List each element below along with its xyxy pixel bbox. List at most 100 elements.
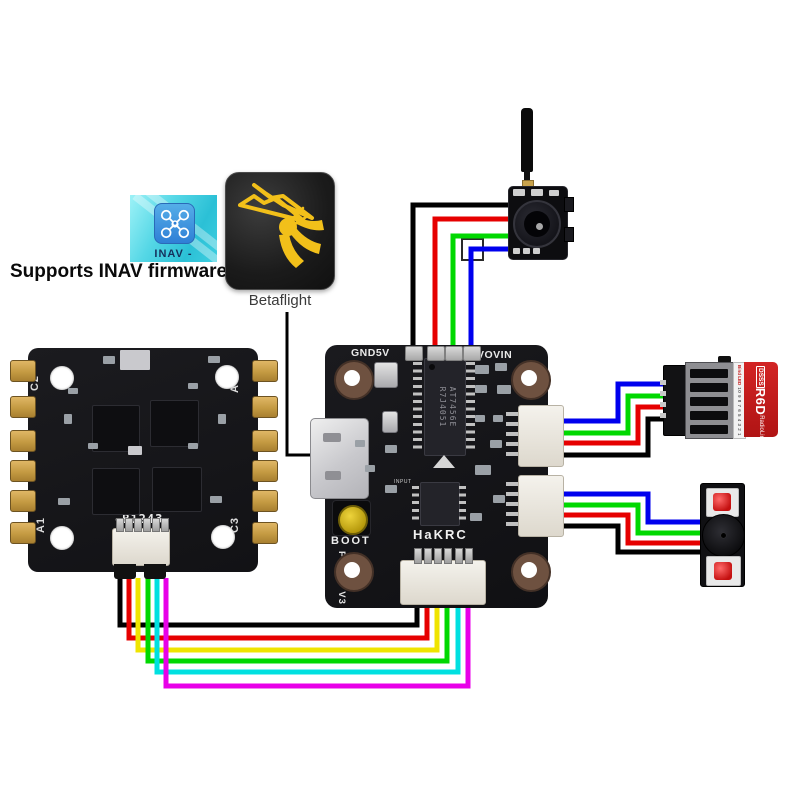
smd-component: [385, 485, 397, 493]
motor-solder-pad: [10, 522, 36, 544]
connector-pin: [424, 548, 432, 564]
fc-silk-vovin: VOVIN: [477, 349, 513, 361]
smd-component: [208, 356, 220, 363]
mounting-hole: [334, 360, 374, 400]
receiver-modulation: DSSS: [756, 366, 766, 388]
camera-detail: [531, 189, 543, 196]
led-bottom: [706, 556, 741, 586]
osd-chip-line1: AT7456E: [448, 386, 457, 428]
connector-pin: [125, 518, 133, 532]
receiver-pin-slot: [690, 397, 728, 406]
wire-fc-rx-blue: [558, 381, 670, 424]
smd-component: [475, 365, 489, 374]
led-top: [706, 488, 739, 517]
vtx-antenna: [521, 108, 533, 172]
fet-chip: [150, 400, 199, 447]
connector1-pins: [506, 412, 518, 458]
connector-pin: [152, 518, 160, 532]
chip-pins-right: [466, 362, 475, 450]
smd-component: [88, 443, 98, 449]
connector-pin: [414, 548, 422, 564]
motor-solder-pad: [252, 490, 278, 512]
receiver-model: R6D: [753, 387, 769, 416]
receiver-pin-slot: [690, 411, 728, 420]
smd-component: [385, 445, 397, 453]
esc-board-4in1: C2 A4 A1 C3 -B1243: [10, 348, 278, 579]
smd-component: [497, 385, 511, 394]
motor-solder-pad: [252, 460, 278, 482]
betaflight-bee-icon: [238, 183, 324, 268]
motor-solder-pad: [252, 522, 278, 544]
connector-pin: [143, 518, 151, 532]
led-top-die: [713, 493, 731, 511]
motor-solder-pad: [252, 430, 278, 452]
smd-component: [68, 388, 78, 394]
vtx-antenna-neck: [524, 170, 530, 182]
receiver-brand: RadioLink: [758, 415, 764, 437]
mounting-hole: [50, 526, 74, 550]
osd-chip: [424, 358, 466, 456]
radiolink-receiver: Bind LED 10 9 8 7 6 5 4 3 2 1 PPM DSSS R…: [660, 356, 778, 439]
camera-tab: [564, 197, 574, 212]
smd-component: [490, 440, 502, 448]
esc-corner-a1: A1: [35, 516, 47, 534]
barometer: [382, 411, 398, 433]
connector2-pins: [506, 482, 518, 528]
chip-pins-left: [413, 362, 422, 450]
wire-fc-cam-black: [410, 202, 511, 347]
mounting-hole-core: [521, 370, 537, 386]
fet-chip: [152, 467, 202, 512]
receiver-bind-label: Bind LED: [737, 365, 742, 386]
mcu-chip: [420, 482, 460, 526]
wire-fc-rx-green: [558, 393, 670, 436]
mounting-hole-core: [521, 562, 537, 578]
smd-component: [188, 383, 198, 389]
camera-tab: [564, 227, 574, 242]
fc-silk-gnd5v: GND5V: [351, 347, 390, 359]
receiver-label-content: DSSS R6D RadioLink: [744, 362, 778, 437]
supports-inav-text: Supports INAV firmware: [10, 261, 228, 282]
receiver-pin: [660, 413, 666, 418]
smd-component: [120, 350, 150, 370]
smd-component: [218, 414, 226, 424]
smd-component: [493, 495, 505, 503]
receiver-pin-slot: [690, 383, 728, 392]
mounting-hole: [50, 366, 74, 390]
smd-component: [495, 363, 507, 371]
fc-brand-text: HaKRC: [413, 527, 468, 542]
mounting-hole-core: [344, 370, 360, 386]
esc-connector-tab: [114, 564, 136, 579]
connector-pin: [465, 548, 473, 564]
motor-solder-pad: [10, 490, 36, 512]
smd-component: [128, 446, 142, 455]
smd-component: [475, 465, 491, 475]
wire-fc-buz-green: [558, 502, 704, 536]
buzzer-led-module: [700, 483, 745, 587]
camera-detail: [513, 189, 525, 196]
usb-detail: [323, 433, 341, 442]
camera-pad: [533, 248, 540, 254]
mounting-hole: [511, 360, 551, 400]
boot-button: [338, 505, 368, 535]
mounting-hole-core: [344, 562, 360, 578]
receiver-pin-numbers: 10 9 8 7 6 5 4 3 2 1: [737, 387, 742, 437]
esc-output-connector: [112, 528, 170, 566]
smd-component: [210, 496, 222, 503]
motor-solder-pad: [252, 396, 278, 418]
smd-component: [365, 465, 375, 472]
flight-controller-board: GND5V VOVIN AT7456E R7J4051 INPUT BOOT H…: [310, 345, 564, 608]
receiver-antenna-nub: [718, 356, 731, 363]
inav-logo: INAV -: [130, 195, 217, 262]
crystal-oscillator: [374, 362, 398, 388]
mounting-hole: [211, 525, 235, 549]
mounting-hole: [334, 552, 374, 592]
wire-fc-rx-black: [558, 416, 670, 458]
receiver-pin: [660, 391, 666, 396]
fc-right-connector-1: [518, 405, 564, 467]
smd-component: [64, 414, 72, 424]
boot-button-housing: [332, 500, 371, 536]
top-solder-pad: [463, 346, 481, 361]
wire-fc-buz-red: [558, 512, 704, 546]
smd-component: [103, 356, 115, 364]
